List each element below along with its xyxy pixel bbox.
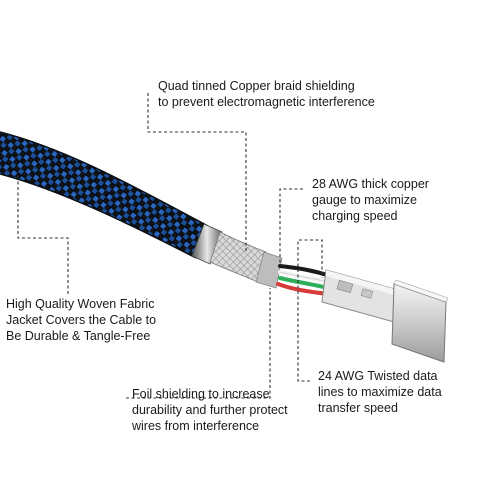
callout-fabric-jacket: High Quality Woven Fabric Jacket Covers … [6, 296, 156, 344]
callout-copper-gauge: 28 AWG thick copper gauge to maximize ch… [312, 176, 429, 224]
callout-braid-shielding: Quad tinned Copper braid shielding to pr… [158, 78, 375, 110]
callout-line: charging speed [312, 209, 398, 223]
callout-line: lines to maximize data [318, 385, 442, 399]
callout-line: Foil shielding to increase [132, 387, 270, 401]
leader-line-twisted [297, 239, 323, 382]
callout-line: durability and further protect [132, 403, 288, 417]
jacket-end-ring [191, 223, 223, 265]
leader-line-braid [147, 93, 247, 252]
callout-line: wires from interference [132, 419, 260, 433]
callout-line: Be Durable & Tangle-Free [6, 329, 151, 343]
callout-line: Jacket Covers the Cable to [6, 313, 157, 327]
braided-cable [0, 131, 209, 259]
inner-wires [276, 264, 332, 296]
callout-line: transfer speed [318, 401, 398, 415]
foil-shielding [255, 251, 283, 289]
callout-line: to prevent electromagnetic interference [158, 95, 375, 109]
callout-line: 24 AWG Twisted data [318, 369, 438, 383]
leader-line-foil [126, 288, 271, 399]
callout-foil-shielding: Foil shielding to increase durability an… [132, 386, 288, 434]
callout-twisted-data-lines: 24 AWG Twisted data lines to maximize da… [318, 368, 442, 416]
callout-line: 28 AWG thick copper [312, 177, 429, 191]
leader-line-jacket [17, 176, 69, 294]
callout-line: gauge to maximize [312, 193, 417, 207]
callout-line: Quad tinned Copper braid shielding [158, 79, 355, 93]
leader-line-copper [279, 188, 303, 266]
callout-line: High Quality Woven Fabric [6, 297, 155, 311]
micro-usb-connector [321, 269, 449, 363]
